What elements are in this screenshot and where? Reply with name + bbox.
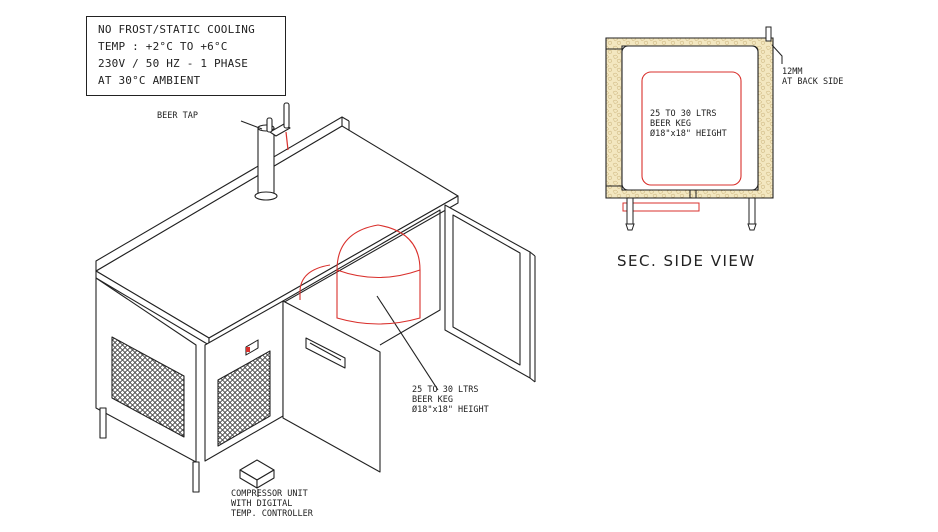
keg-side-line3: Ø18"x18" HEIGHT <box>650 129 727 139</box>
tap-tower <box>257 128 275 197</box>
section-leg-right <box>748 197 756 225</box>
right-door <box>444 204 531 379</box>
spec-cooling: NO FROST/STATIC COOLING <box>98 23 255 36</box>
keg-front-line2: BEER KEG <box>412 395 453 405</box>
back-note-label: 12MM AT BACK SIDE <box>782 67 843 87</box>
compressor-line2: WITH DIGITAL <box>231 499 293 509</box>
compressor-line1: COMPRESSOR UNIT <box>231 489 308 499</box>
front-door <box>282 300 381 473</box>
section-side-view <box>605 26 783 231</box>
spec-temp: TEMP : +2°C TO +6°C <box>98 40 228 53</box>
spec-ambient: AT 30°C AMBIENT <box>98 74 201 87</box>
keg-side-label: 25 TO 30 LTRS BEER KEG Ø18"x18" HEIGHT <box>650 109 727 139</box>
section-title: SEC. SIDE VIEW <box>617 252 756 270</box>
keg-front-line1: 25 TO 30 LTRS <box>412 385 479 395</box>
back-note-line1: 12MM <box>782 67 803 77</box>
beer-tap-label: BEER TAP <box>157 111 198 121</box>
keg-front-label: 25 TO 30 LTRS BEER KEG Ø18"x18" HEIGHT <box>412 385 489 415</box>
keg-side-view <box>641 71 742 186</box>
section-leg-left <box>626 197 634 225</box>
spec-power: 230V / 50 HZ - 1 PHASE <box>98 57 249 70</box>
leg-front-mid <box>192 461 200 493</box>
keg-side-line1: 25 TO 30 LTRS <box>650 109 717 119</box>
compressor-label: COMPRESSOR UNIT WITH DIGITAL TEMP. CONTR… <box>231 489 313 519</box>
tap-hose <box>285 131 289 151</box>
leg-front-left <box>99 407 107 439</box>
keg-front-view <box>299 224 421 325</box>
keg-front-line3: Ø18"x18" HEIGHT <box>412 405 489 415</box>
compressor-line3: TEMP. CONTROLLER <box>231 509 313 519</box>
keg-side-line2: BEER KEG <box>650 119 691 129</box>
back-note-line2: AT BACK SIDE <box>782 77 844 87</box>
counter-drawing <box>95 102 536 497</box>
condenser-grille-left <box>111 336 185 438</box>
tap-handle <box>283 102 290 129</box>
condenser-grille-front <box>217 350 271 447</box>
door-handle <box>305 337 346 369</box>
spec-box: NO FROST/STATIC COOLING TEMP : +2°C TO +… <box>86 16 286 96</box>
